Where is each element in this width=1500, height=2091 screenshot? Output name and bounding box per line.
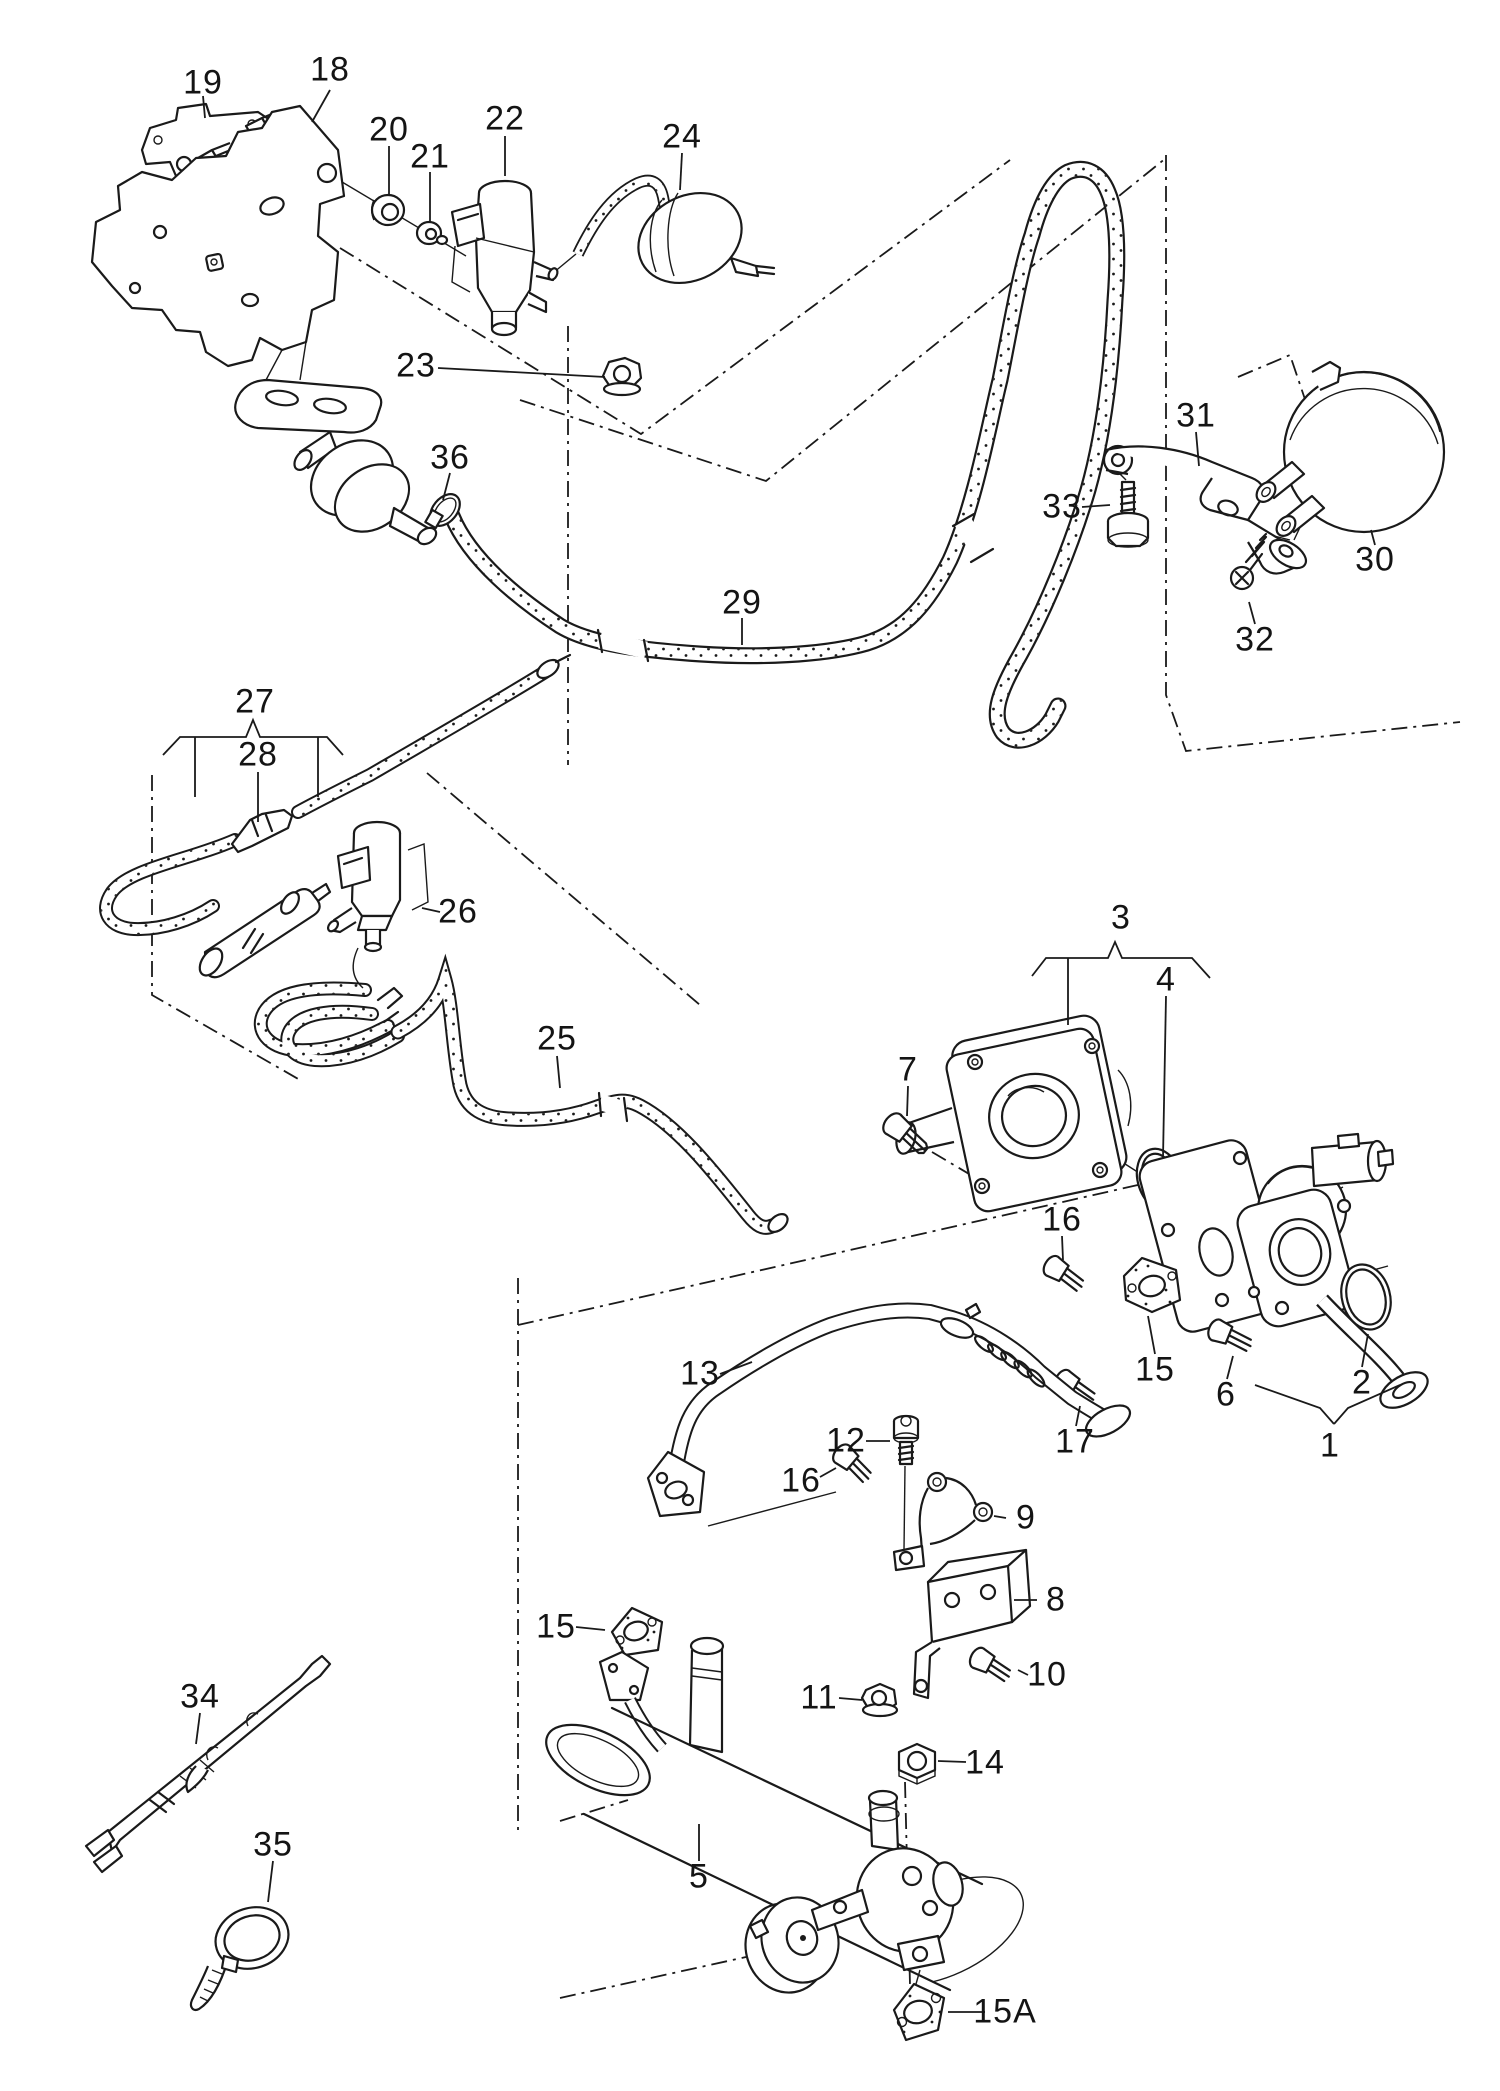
cooler-inlet-flange [598, 1650, 667, 1753]
nut-14 [897, 1742, 937, 1785]
vacuum-hose-25 [390, 953, 789, 1235]
bracket-9 [892, 1471, 994, 1572]
part-label-17: 17 [1055, 1422, 1095, 1461]
accumulator-studs [1255, 460, 1326, 537]
bolt-33 [1106, 480, 1150, 548]
part-label-24: 24 [662, 117, 702, 156]
part-label-21: 21 [410, 137, 450, 176]
retainer-34 [84, 1654, 332, 1874]
part-label-4: 4 [1156, 960, 1176, 999]
part-label-23: 23 [396, 346, 436, 385]
hose-assembly-27 [99, 653, 572, 979]
hose-pair-26 [253, 947, 405, 1068]
solenoid-valve-22 [450, 179, 559, 337]
part-label-20: 20 [369, 110, 409, 149]
cable-tie-35 [189, 1906, 290, 2011]
part-label-26: 26 [438, 892, 478, 931]
part-label-35: 35 [253, 1825, 293, 1864]
check-valve-36 [293, 430, 438, 546]
part-label-5: 5 [689, 1857, 709, 1896]
part-label-32: 32 [1235, 620, 1275, 659]
part-label-11: 11 [800, 1678, 838, 1717]
part-label-29: 29 [722, 583, 762, 622]
mounting-plate-18 [90, 104, 383, 434]
part-label-8: 8 [1046, 1580, 1066, 1619]
bracket-31 [1102, 444, 1308, 575]
construction-lines [151, 155, 1461, 1999]
throttle-valve-3 [895, 1014, 1132, 1213]
bolt-16-lower [832, 1443, 872, 1484]
brace-27 [162, 717, 344, 797]
screw-32 [1229, 532, 1268, 591]
part-label-18: 18 [310, 50, 350, 89]
part-label-12: 12 [826, 1421, 866, 1460]
part-label-16: 16 [1042, 1200, 1082, 1239]
vacuum-pump [744, 1847, 964, 1994]
bolt-16-upper [1042, 1254, 1085, 1292]
part-label-3: 3 [1111, 898, 1131, 937]
part-label-22: 22 [485, 99, 525, 138]
grommet-21 [415, 220, 449, 246]
bracket-8 [912, 1548, 1032, 1700]
part-label-25: 25 [537, 1019, 577, 1058]
egr-cooler-5 [545, 1636, 1025, 1992]
gasket-15-upper [1122, 1256, 1182, 1314]
part-label-15A: 15A [973, 1992, 1037, 2031]
part-label-13: 13 [680, 1354, 720, 1393]
part-label-6: 6 [1216, 1375, 1236, 1414]
part-label-30: 30 [1355, 540, 1395, 579]
part-label-19: 19 [183, 63, 223, 102]
part-label-34: 34 [180, 1677, 220, 1716]
solenoid-valve-26 [326, 820, 429, 953]
part-label-10: 10 [1027, 1655, 1067, 1694]
part-label-27: 27 [235, 682, 275, 721]
nut-11 [860, 1682, 899, 1718]
part-label-36: 36 [430, 438, 470, 477]
part-label-1: 1 [1320, 1426, 1340, 1465]
part-label-14: 14 [965, 1743, 1005, 1782]
connector-28 [230, 808, 294, 854]
bolt-7 [882, 1112, 929, 1155]
gasket-15a [892, 1982, 946, 2042]
egr-pipe-13 [646, 1302, 1132, 1518]
part-label-7: 7 [898, 1050, 918, 1089]
part-label-16: 16 [781, 1461, 821, 1500]
bolt-12 [892, 1414, 920, 1466]
part-label-31: 31 [1176, 396, 1216, 435]
bolt-6 [1207, 1318, 1252, 1353]
part-label-2: 2 [1352, 1363, 1372, 1402]
nut-23 [601, 356, 643, 397]
grommet-20 [370, 193, 406, 227]
filter-24 [572, 174, 776, 285]
leader-lines [195, 89, 1376, 2013]
oring-2 [1340, 1263, 1392, 1331]
part-label-15: 15 [1135, 1350, 1175, 1389]
gasket-15-lower [610, 1606, 664, 1657]
part-label-28: 28 [238, 735, 278, 774]
hose-clamp-36 [424, 493, 461, 530]
pressure-accumulator-30 [1255, 360, 1446, 537]
brace-1 [1254, 1384, 1401, 1425]
brace-3 [1031, 939, 1211, 1025]
part-label-33: 33 [1042, 487, 1082, 526]
part-label-15: 15 [536, 1607, 576, 1646]
pipe-piece-27 [198, 882, 332, 979]
part-label-9: 9 [1016, 1498, 1036, 1537]
bolt-10 [968, 1646, 1011, 1683]
vacuum-hose-29 [443, 160, 1126, 749]
